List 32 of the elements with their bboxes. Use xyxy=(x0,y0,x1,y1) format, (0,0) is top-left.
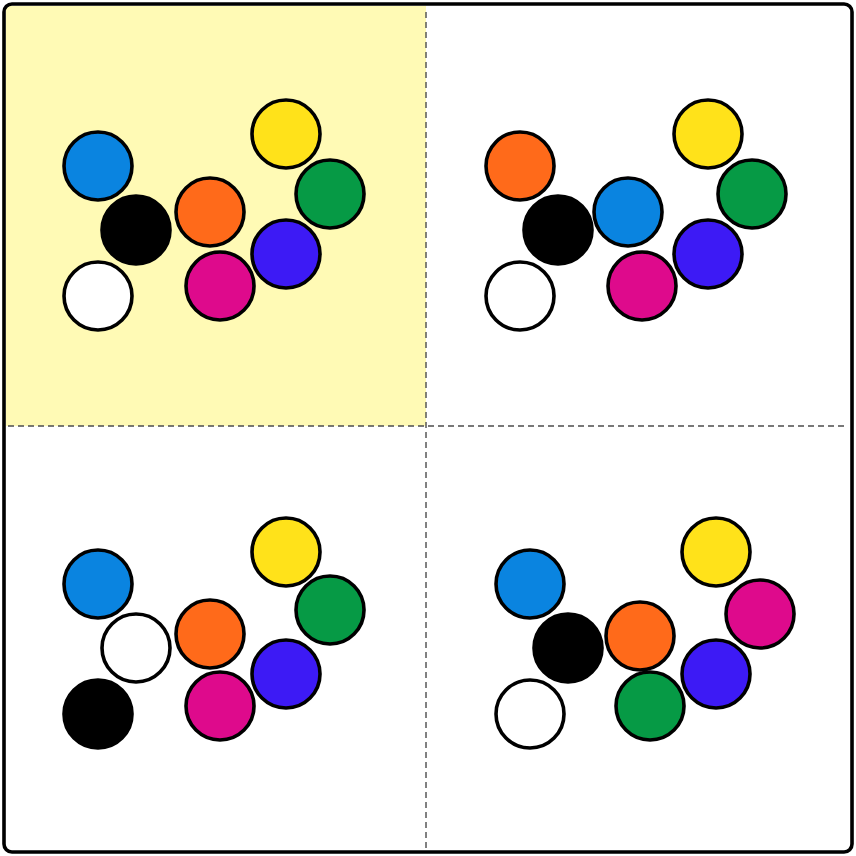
circle xyxy=(100,612,172,684)
circle xyxy=(250,98,322,170)
circle xyxy=(484,130,556,202)
circle xyxy=(606,250,678,322)
circle xyxy=(62,260,134,332)
circle xyxy=(614,670,686,742)
circle xyxy=(294,574,366,646)
circle xyxy=(174,176,246,248)
circle xyxy=(184,250,256,322)
circle xyxy=(494,678,566,750)
circle xyxy=(680,638,752,710)
circle xyxy=(250,516,322,588)
circle xyxy=(680,516,752,588)
circle xyxy=(174,598,246,670)
circle xyxy=(62,678,134,750)
circle xyxy=(62,548,134,620)
circle xyxy=(100,194,172,266)
circle xyxy=(250,218,322,290)
circle xyxy=(716,158,788,230)
circle xyxy=(484,260,556,332)
circle xyxy=(672,98,744,170)
circle xyxy=(522,194,594,266)
circle xyxy=(294,158,366,230)
circle xyxy=(672,218,744,290)
circle xyxy=(724,578,796,650)
circle xyxy=(604,600,676,672)
circle xyxy=(250,638,322,710)
circle xyxy=(184,670,256,742)
circle xyxy=(494,548,566,620)
circle xyxy=(532,612,604,684)
circle xyxy=(62,130,134,202)
circle xyxy=(592,176,664,248)
